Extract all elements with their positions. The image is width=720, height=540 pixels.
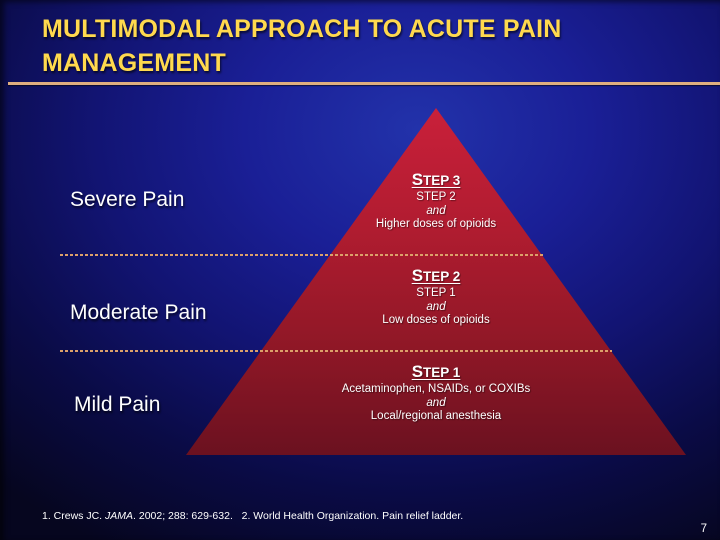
pyramid-step-2: STEP 2 STEP 1 and Low doses of opioids [266,267,606,328]
step-1-line-2: and [426,396,446,409]
moderate-pain-label: Moderate Pain [70,301,207,324]
step-2-line-3: Low doses of opioids [382,314,490,326]
pyramid-step-3: STEP 3 STEP 2 and Higher doses of opioid… [266,171,606,232]
step-1-heading: STEP 1 [411,362,461,381]
step-2-line-2: and [426,300,446,313]
pyramid-step-1: STEP 1 Acetaminophen, NSAIDs, or COXIBs … [266,363,606,424]
mild-pain-label: Mild Pain [74,393,161,416]
title-divider-rule [8,82,720,85]
slide-page-number: 7 [700,523,707,535]
step-1-line-1: Acetaminophen, NSAIDs, or COXIBs [341,383,531,395]
step-2-line-1: STEP 1 [416,287,456,299]
slide-title-line1: MULTIMODAL APPROACH TO ACUTE PAIN [42,15,562,43]
citation-footer: 1. Crews JC. JAMA. 2002; 288: 629-632. 2… [42,483,692,540]
severe-pain-label: Severe Pain [70,188,185,211]
slide-title: MULTIMODAL APPROACH TO ACUTE PAIN MANAGE… [42,12,682,80]
slide-title-line2: MANAGEMENT [42,49,226,77]
citation-line-1: 1. Crews JC. JAMA. 2002; 288: 629-632. 2… [42,510,692,524]
citation-1-text: 1. Crews JC. [42,510,106,522]
step-3-line-1: STEP 2 [416,191,456,203]
step-3-line-3: Higher doses of opioids [375,218,497,230]
citation-1-journal: JAMA [105,510,134,522]
step-1-line-3: Local/regional anesthesia [370,410,502,422]
citation-1-rest: . 2002; 288: 629-632. 2. World Health Or… [133,510,464,522]
severe-moderate-dashed-divider [60,254,543,256]
moderate-mild-dashed-divider [60,350,612,352]
step-3-line-2: and [426,204,446,217]
step-3-heading: STEP 3 [411,170,461,189]
step-2-heading: STEP 2 [411,266,461,285]
